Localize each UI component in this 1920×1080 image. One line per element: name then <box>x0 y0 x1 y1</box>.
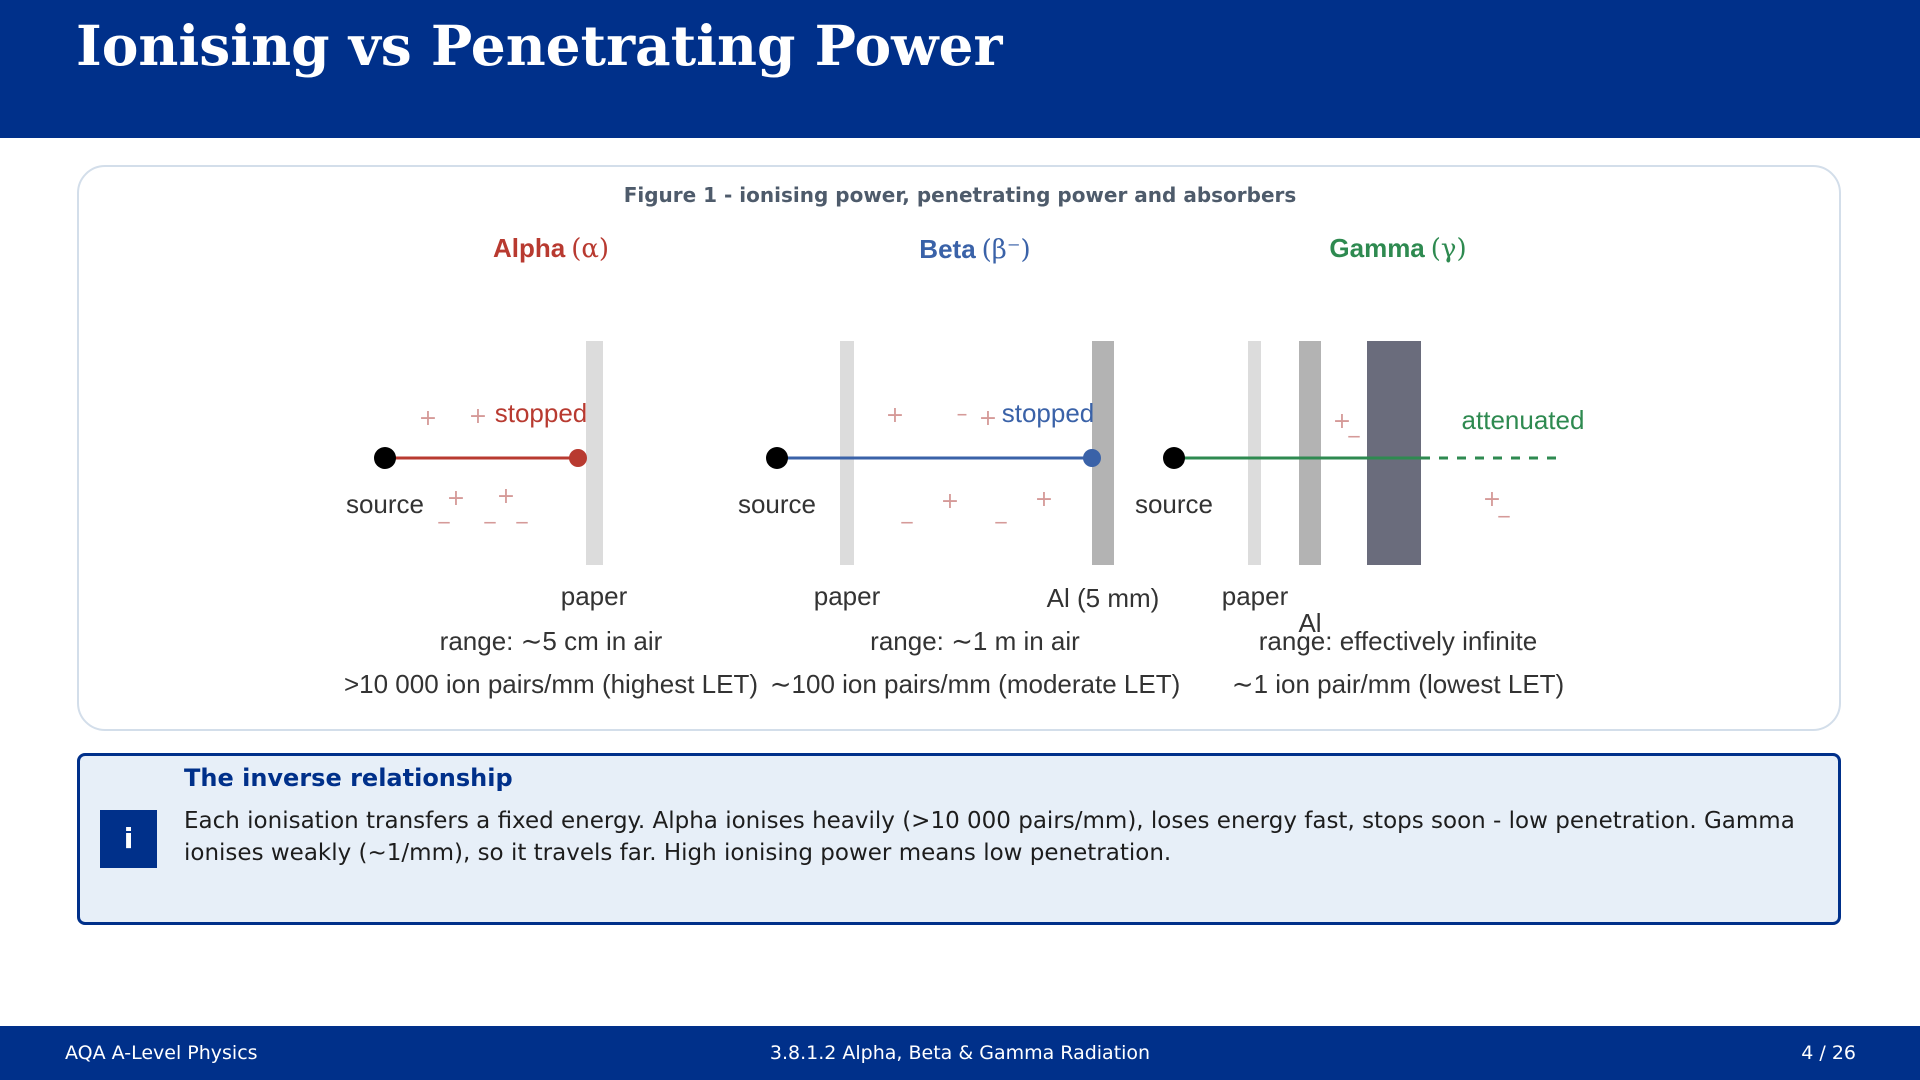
svg-text:+: + <box>1035 487 1053 512</box>
info-heading: The inverse relationship <box>184 764 513 792</box>
info-icon: i <box>100 810 157 868</box>
svg-text:_: _ <box>438 499 451 524</box>
gamma-paper-absorber <box>1248 341 1261 565</box>
alpha-stop-dot <box>569 449 587 467</box>
slide-header: Ionising vs Penetrating Power <box>0 0 1920 138</box>
alpha-ion-marks: + + + _ _ + _ <box>419 404 529 524</box>
gamma-ion-marks: + _ + _ <box>1333 409 1511 518</box>
footer-topic: 3.8.1.2 Alpha, Beta & Gamma Radiation <box>769 1042 1151 1064</box>
gamma-source-dot <box>1163 447 1185 469</box>
beta-paper-label: paper <box>814 581 881 611</box>
svg-text:+: + <box>1483 487 1501 512</box>
beta-source-dot <box>766 447 788 469</box>
svg-text:+: + <box>941 489 959 514</box>
alpha-ionisation-label: >10 000 ion pairs/mm (highest LET) <box>344 669 758 699</box>
svg-text:_: _ <box>484 499 497 524</box>
beta-title: Beta(β⁻) <box>919 234 1030 265</box>
footer-course: AQA A-Level Physics <box>65 1042 258 1064</box>
svg-text:_: _ <box>1348 413 1361 438</box>
gamma-lead-absorber <box>1367 341 1421 565</box>
beta-source-label: source <box>738 489 816 519</box>
svg-text:+: + <box>886 403 904 428</box>
svg-text:+: + <box>447 486 465 511</box>
svg-text:+: + <box>419 406 437 431</box>
beta-ion-marks: + – + _ + _ + <box>886 402 1053 524</box>
alpha-title: Alpha(α) <box>493 233 609 264</box>
svg-text:+: + <box>979 406 997 431</box>
gamma-aluminium-label: Al <box>1298 608 1321 638</box>
beta-aluminium-label: Al (5 mm) <box>1047 583 1160 613</box>
alpha-source-dot <box>374 447 396 469</box>
beta-stopped-label: stopped <box>1002 398 1095 428</box>
alpha-paper-absorber <box>586 341 603 565</box>
svg-text:+: + <box>1333 409 1351 434</box>
beta-ionisation-label: ∼100 ion pairs/mm (moderate LET) <box>770 669 1181 699</box>
svg-text:_: _ <box>901 499 914 524</box>
svg-text:_: _ <box>1498 493 1511 518</box>
beta-aluminium-absorber <box>1092 341 1114 565</box>
gamma-paper-label: paper <box>1222 581 1289 611</box>
gamma-title: Gamma(γ) <box>1329 233 1466 264</box>
info-callout <box>77 753 1841 925</box>
alpha-paper-label: paper <box>561 581 628 611</box>
footer-page-number: 4 / 26 <box>1801 1042 1856 1064</box>
svg-text:–: – <box>957 402 968 427</box>
slide-footer: AQA A-Level Physics 3.8.1.2 Alpha, Beta … <box>0 1026 1920 1080</box>
beta-range-label: range: ∼1 m in air <box>870 626 1080 656</box>
gamma-attenuated-label: attenuated <box>1462 405 1585 435</box>
alpha-range-label: range: ∼5 cm in air <box>440 626 663 656</box>
beta-stop-dot <box>1083 449 1101 467</box>
alpha-stopped-label: stopped <box>495 398 588 428</box>
svg-text:_: _ <box>516 499 529 524</box>
gamma-aluminium-absorber <box>1299 341 1321 565</box>
svg-text:+: + <box>497 484 515 509</box>
figure-panel <box>77 165 1841 731</box>
info-text: Each ionisation transfers a fixed energy… <box>184 808 1795 866</box>
beta-paper-absorber <box>840 341 854 565</box>
gamma-source-label: source <box>1135 489 1213 519</box>
svg-text:+: + <box>469 404 487 429</box>
gamma-ionisation-label: ∼1 ion pair/mm (lowest LET) <box>1232 669 1564 699</box>
gamma-range-label: range: effectively infinite <box>1259 626 1537 656</box>
slide-title: Ionising vs Penetrating Power <box>76 13 1003 78</box>
alpha-source-label: source <box>346 489 424 519</box>
figure-caption: Figure 1 - ionising power, penetrating p… <box>623 183 1297 207</box>
svg-text:_: _ <box>995 499 1008 524</box>
